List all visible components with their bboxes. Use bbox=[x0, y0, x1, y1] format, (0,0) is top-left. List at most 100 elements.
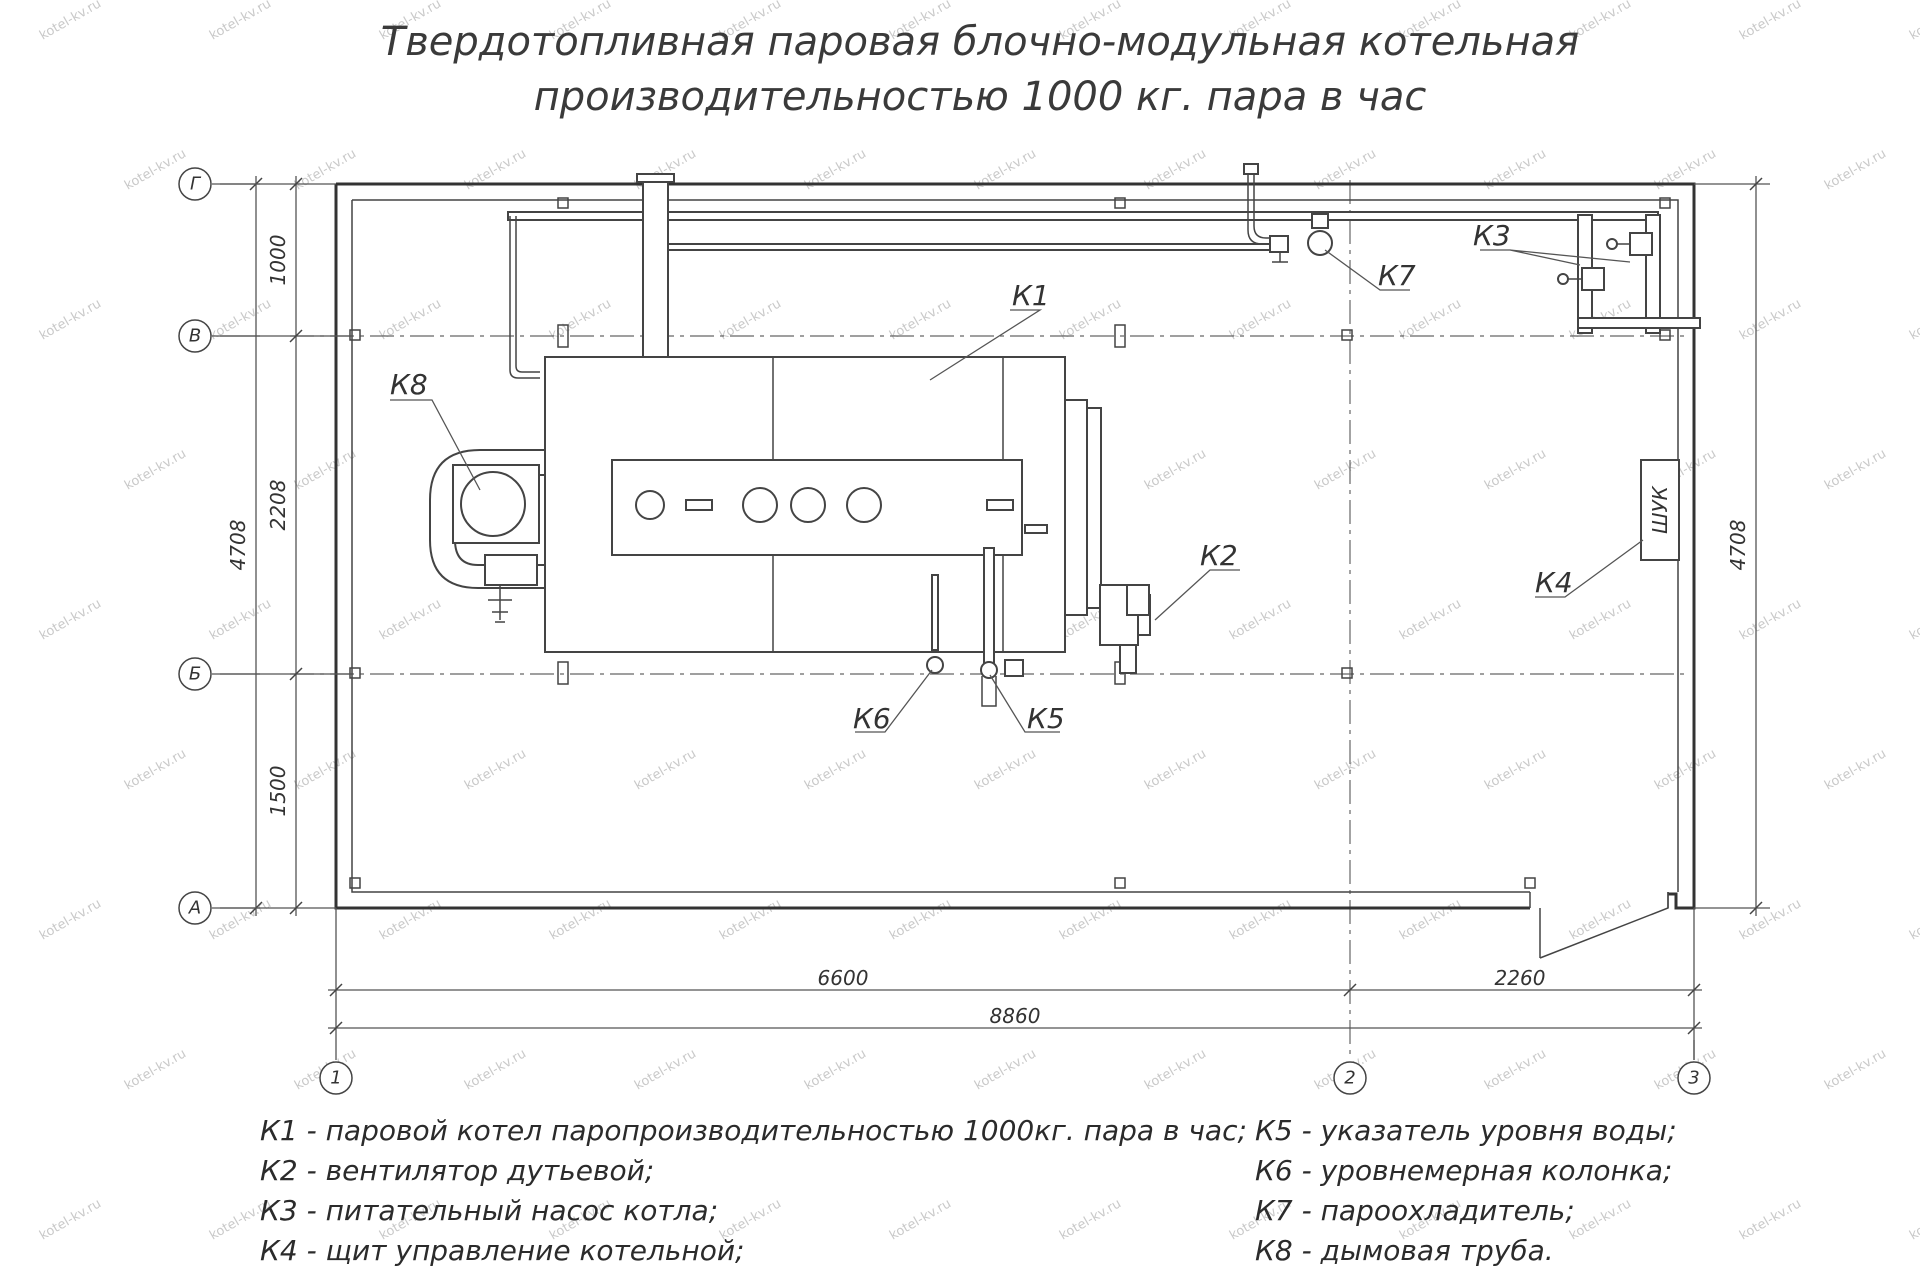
watermark-text: kotel-kv.ru bbox=[1822, 746, 1889, 793]
watermark-text: kotel-kv.ru bbox=[802, 746, 869, 793]
watermark-text: kotel-kv.ru bbox=[37, 0, 104, 43]
bottom-dimensions: 6600 2260 8860 bbox=[328, 908, 1702, 1060]
cooler-pipe bbox=[1247, 172, 1270, 245]
control-panel-box bbox=[1640, 459, 1680, 561]
watermark-text: kotel-kv.ru bbox=[122, 446, 189, 493]
boiler-port bbox=[742, 487, 778, 523]
watermark-text: kotel-kv.ru bbox=[1567, 1196, 1634, 1243]
dim-6600: 6600 bbox=[818, 966, 869, 990]
watermark-text: kotel-kv.ru bbox=[802, 1046, 869, 1093]
watermark-text: kotel-kv.ru bbox=[122, 1046, 189, 1093]
dim-4708-right: 4708 bbox=[1726, 520, 1750, 571]
axis-bubble-g bbox=[178, 167, 212, 201]
axis-bubble-v bbox=[178, 319, 212, 353]
column-mark bbox=[557, 324, 569, 348]
dim-2260: 2260 bbox=[1495, 966, 1546, 990]
watermark-text: kotel-kv.ru bbox=[972, 746, 1039, 793]
axis-bubbles: Г В Б А 1 2 3 bbox=[178, 167, 1711, 1095]
watermark-text: kotel-kv.ru bbox=[1822, 146, 1889, 193]
burner-front bbox=[1064, 399, 1088, 616]
watermark-text: kotel-kv.ru bbox=[462, 1046, 529, 1093]
k2-leader bbox=[1154, 569, 1240, 621]
legend-item: К7 - пароохладитель; bbox=[1255, 1194, 1575, 1227]
watermark-text: kotel-kv.ru bbox=[1822, 1046, 1889, 1093]
dim-1500: 1500 bbox=[266, 766, 290, 817]
watermark-text: kotel-kv.ru bbox=[887, 896, 954, 943]
label-k2: К2 bbox=[1200, 539, 1238, 572]
axis-label-g: Г bbox=[190, 174, 202, 195]
dim-2208: 2208 bbox=[266, 480, 290, 531]
pump-1 bbox=[1629, 232, 1653, 256]
steam-outlet bbox=[635, 490, 665, 520]
pump-valve-2 bbox=[1557, 273, 1569, 285]
legend-item: К5 - указатель уровня воды; bbox=[1255, 1114, 1677, 1147]
fan-foot bbox=[1119, 644, 1137, 674]
watermark-text: kotel-kv.ru bbox=[207, 596, 274, 643]
label-k5: К5 bbox=[1027, 702, 1065, 735]
k5-leader bbox=[989, 674, 1060, 733]
legend-item: К4 - щит управление котельной; bbox=[260, 1234, 745, 1267]
fan-duct bbox=[1126, 584, 1150, 616]
watermark-text: kotel-kv.ru bbox=[1057, 1196, 1124, 1243]
watermark-text: kotel-kv.ru bbox=[1482, 1046, 1549, 1093]
watermark-text: kotel-kv.ru bbox=[377, 596, 444, 643]
column-mark bbox=[1341, 329, 1353, 341]
watermark-text: kotel-kv.ru bbox=[1822, 446, 1889, 493]
watermark-text: kotel-kv.ru bbox=[1482, 146, 1549, 193]
watermark-text: kotel-kv.ru bbox=[547, 896, 614, 943]
chimney-k8 bbox=[452, 464, 540, 623]
pump-valve bbox=[1606, 238, 1618, 250]
k7-leader bbox=[1324, 249, 1410, 291]
axis-bubble-3 bbox=[1677, 1061, 1711, 1095]
callouts: К1 К2 К3 К4 К5 К6 К7 К8 bbox=[390, 219, 1644, 735]
outer-wall bbox=[336, 182, 1696, 910]
boiler-port bbox=[846, 487, 882, 523]
column-mark bbox=[349, 329, 361, 341]
k3-leader bbox=[1480, 249, 1631, 266]
title-line-1: Твердотопливная паровая блочно-модульная… bbox=[381, 19, 1579, 65]
watermark-text: kotel-kv.ru bbox=[1312, 746, 1379, 793]
watermark-text: kotel-kv.ru bbox=[37, 296, 104, 343]
cooler-cap bbox=[1243, 163, 1259, 175]
column-mark bbox=[557, 661, 569, 685]
legend-item: К3 - питательный насос котла; bbox=[260, 1194, 718, 1227]
watermark-text: kotel-kv.ru bbox=[1312, 146, 1379, 193]
steam-boiler-k1 bbox=[544, 356, 1151, 707]
axis-label-1: 1 bbox=[330, 1068, 341, 1089]
watermark-text: kotel-kv.ru bbox=[1482, 746, 1549, 793]
watermark-text: kotel-kv.ru bbox=[1737, 896, 1804, 943]
watermark-text: kotel-kv.ru bbox=[1142, 146, 1209, 193]
axis-label-b: Б bbox=[189, 664, 201, 685]
watermark-text: kotel-kv.ru bbox=[292, 146, 359, 193]
watermark-text: kotel-kv.ru bbox=[37, 1196, 104, 1243]
burner-plate bbox=[1086, 407, 1102, 609]
label-k4: К4 bbox=[1535, 566, 1573, 599]
pump-2 bbox=[1581, 267, 1605, 291]
axis-bubble-b bbox=[178, 657, 212, 691]
column-mark bbox=[557, 197, 569, 209]
column-mark bbox=[1114, 197, 1126, 209]
legend-item: К8 - дымовая труба. bbox=[1255, 1234, 1554, 1267]
boiler-port bbox=[790, 487, 826, 523]
cooler-pipe-2 bbox=[1253, 172, 1270, 239]
cooler-drain bbox=[1272, 252, 1288, 263]
steam-cooler-k7 bbox=[1307, 230, 1333, 256]
left-dimensions: 1000 2208 1500 4708 bbox=[220, 176, 350, 916]
k4-leader bbox=[1535, 539, 1644, 598]
watermark-text: kotel-kv.ru bbox=[377, 896, 444, 943]
axis-label-a: А bbox=[188, 898, 201, 919]
watermark-text: kotel-kv.ru bbox=[37, 896, 104, 943]
steam-line-pipe bbox=[649, 243, 1271, 251]
watermark-text: kotel-kv.ru bbox=[207, 0, 274, 43]
drain-pipe-2 bbox=[515, 216, 540, 373]
watermark-text: kotel-kv.ru bbox=[1737, 596, 1804, 643]
column-mark bbox=[1114, 324, 1126, 348]
feed-pumps-k3 bbox=[1557, 214, 1701, 334]
watermark-text: kotel-kv.ru bbox=[1142, 746, 1209, 793]
column-mark bbox=[1659, 197, 1671, 209]
axis-bubble-a bbox=[178, 891, 212, 925]
watermark-text: kotel-kv.ru bbox=[802, 146, 869, 193]
watermark-text: kotel-kv.ru bbox=[717, 896, 784, 943]
drum-flange-2 bbox=[986, 499, 1014, 511]
